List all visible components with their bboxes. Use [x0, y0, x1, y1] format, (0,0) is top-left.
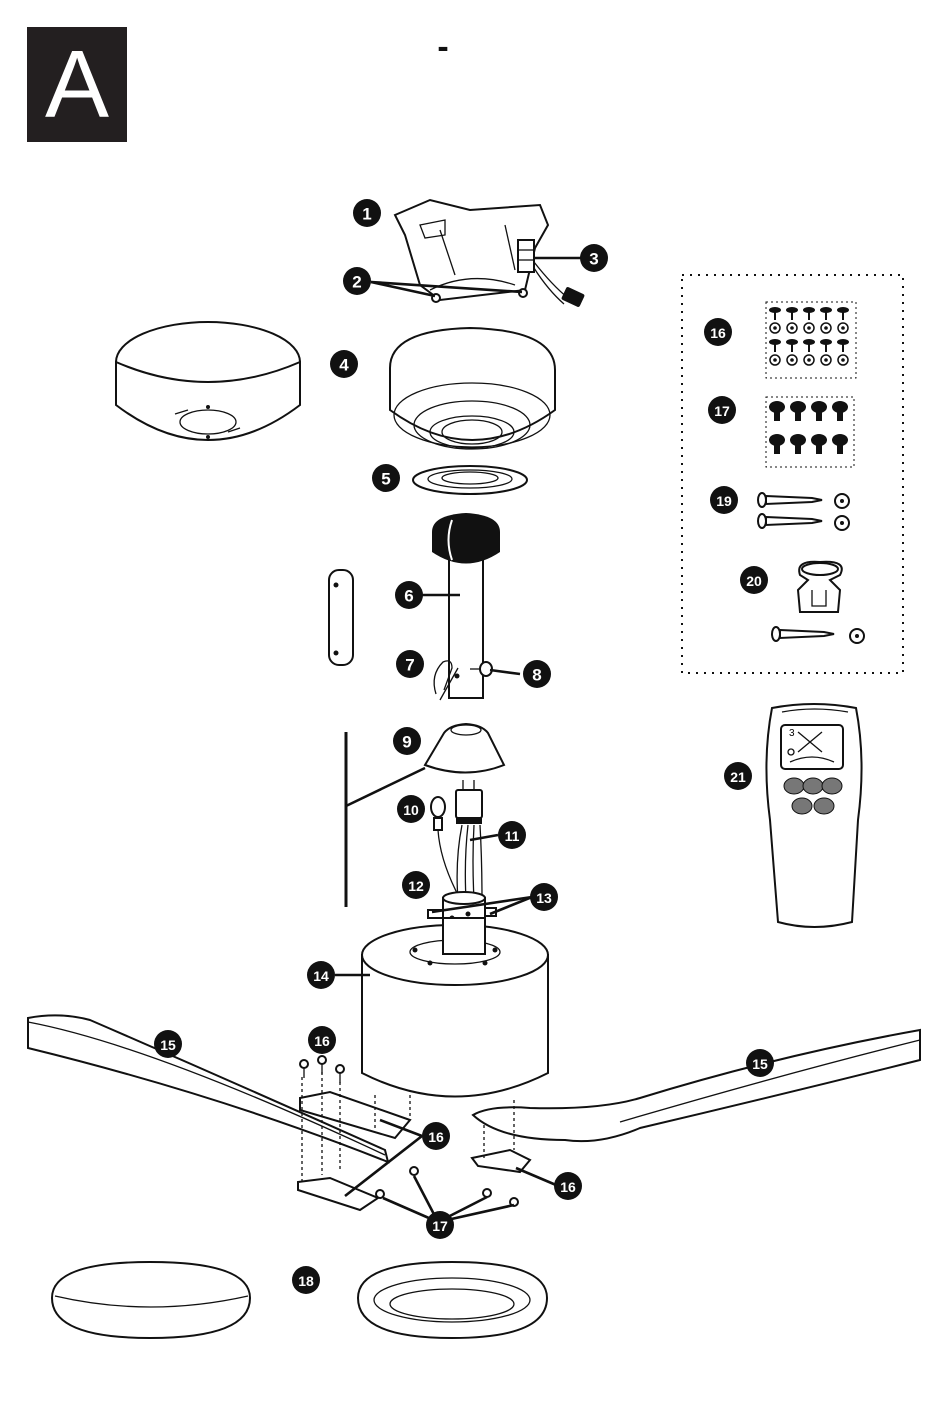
remote-display-speed: 3 — [789, 728, 795, 739]
screw-icon — [769, 434, 785, 454]
callout-21: 21 — [724, 762, 752, 790]
callout-9: 9 — [393, 727, 421, 755]
blade-screw-pack — [766, 302, 856, 378]
screw-icon — [803, 307, 815, 333]
screw-icon — [769, 401, 785, 421]
callout-18: 18 — [292, 1266, 320, 1294]
callout-5: 5 — [372, 464, 400, 492]
wire-connector-plug — [456, 780, 482, 824]
callout-16d: 16 — [704, 318, 732, 346]
callout-label: 1 — [362, 205, 371, 224]
callout-15b: 15 — [746, 1049, 774, 1077]
callout-4: 4 — [330, 350, 358, 378]
screw-icon — [811, 401, 827, 421]
callout-label: 17 — [714, 403, 730, 419]
callout-label: 7 — [405, 656, 414, 675]
callout-label: 21 — [730, 769, 746, 785]
screw-icon — [832, 434, 848, 454]
motor-screws — [376, 1167, 518, 1206]
callout-11: 11 — [498, 821, 526, 849]
callout-label: 16 — [314, 1033, 330, 1049]
callout-label: 4 — [339, 356, 349, 375]
callout-label: 2 — [352, 273, 361, 292]
screw-icon — [786, 339, 798, 365]
wood-screws-and-washers — [758, 493, 849, 530]
screw-icon — [820, 307, 832, 333]
callout-20: 20 — [740, 566, 768, 594]
callout-label: 20 — [746, 573, 762, 589]
callout-label: 17 — [432, 1218, 448, 1234]
callout-7: 7 — [396, 650, 424, 678]
callout-2: 2 — [343, 267, 371, 295]
motor-wires — [457, 825, 482, 900]
coupling-cover — [425, 724, 504, 773]
callout-3: 3 — [580, 244, 608, 272]
callout-label: 6 — [404, 587, 413, 606]
callout-label: 3 — [589, 250, 598, 269]
screw-icon — [832, 401, 848, 421]
callout-14: 14 — [307, 961, 335, 989]
callout-15a: 15 — [154, 1030, 182, 1058]
screw-icon — [803, 339, 815, 365]
screw-icon — [790, 401, 806, 421]
screw-icon — [811, 434, 827, 454]
callout-label: 14 — [313, 968, 329, 984]
callout-13: 13 — [530, 883, 558, 911]
mounting-bracket — [395, 200, 585, 308]
motor-screw-pack — [766, 397, 854, 467]
callout-label: 5 — [381, 470, 390, 489]
screw-icon — [820, 339, 832, 365]
screw-icon — [790, 434, 806, 454]
callout-label: 16 — [710, 325, 726, 341]
callout-label: 15 — [160, 1037, 176, 1053]
downrod-short — [329, 570, 353, 665]
canopy — [390, 328, 555, 449]
callout-label: 15 — [752, 1056, 768, 1072]
callout-10: 10 — [397, 795, 425, 823]
callout-label: 10 — [403, 802, 419, 818]
canopy-top-view — [116, 322, 300, 440]
screw-icon — [769, 307, 781, 333]
callout-19: 19 — [710, 486, 738, 514]
motor-housing — [362, 918, 548, 1097]
callout-6: 6 — [395, 581, 423, 609]
screw-icon — [837, 339, 849, 365]
callout-16a: 16 — [308, 1026, 336, 1054]
remote-control: 3 — [766, 704, 861, 927]
light-cover-ring — [358, 1262, 547, 1338]
callout-label: 16 — [560, 1179, 576, 1195]
callout-8: 8 — [523, 660, 551, 688]
screw-icon — [786, 307, 798, 333]
light-cover-plain — [52, 1262, 250, 1338]
ground-wire-connector — [431, 797, 458, 895]
remote-holder — [772, 562, 864, 643]
callout-1: 1 — [353, 199, 381, 227]
callout-label: 13 — [536, 890, 552, 906]
callout-12: 12 — [402, 871, 430, 899]
callout-16b: 16 — [422, 1122, 450, 1150]
callout-label: 12 — [408, 878, 424, 894]
screw-icon — [769, 339, 781, 365]
callout-label: 8 — [532, 666, 541, 685]
callout-label: 18 — [298, 1273, 314, 1289]
callout-label: 19 — [716, 493, 732, 509]
callout-17b: 17 — [708, 396, 736, 424]
callout-16c: 16 — [554, 1172, 582, 1200]
callout-label: 16 — [428, 1129, 444, 1145]
callout-label: 11 — [505, 828, 520, 844]
callout-label: 9 — [402, 733, 411, 752]
canopy-ring — [413, 466, 527, 494]
screw-icon — [837, 307, 849, 333]
callout-17a: 17 — [426, 1211, 454, 1239]
